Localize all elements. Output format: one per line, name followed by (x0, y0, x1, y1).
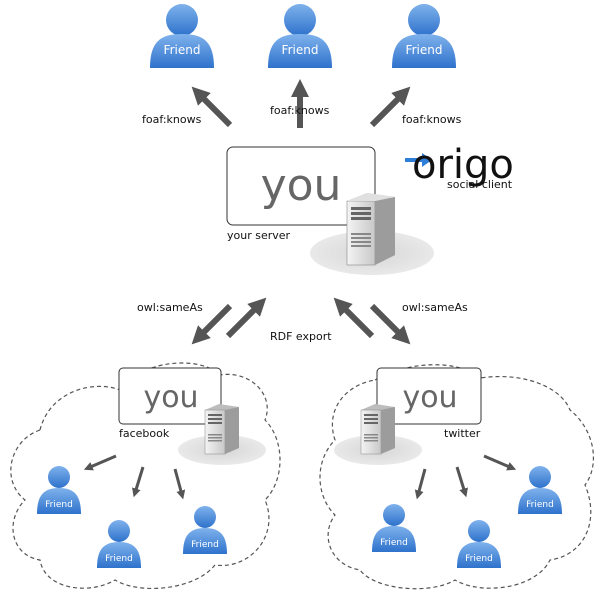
server-icon (204, 404, 239, 455)
server-icon (360, 404, 395, 455)
arrow-facebook-friend (132, 466, 145, 498)
edge-label-foaf-knows: foaf:knows (402, 113, 462, 126)
arrow-facebook-friend (83, 454, 117, 471)
main-you-box (226, 146, 376, 226)
friend-label: Friend (380, 538, 408, 548)
edge-label-foaf-knows: foaf:knows (270, 104, 330, 117)
friend-icon: Friend (150, 4, 214, 68)
main-server-caption: your server (227, 229, 291, 242)
friend-icon: Friend (37, 466, 81, 514)
arrow-up-left (191, 86, 233, 128)
arrow-twitter-friend (483, 454, 517, 471)
friend-icon: Friend (97, 520, 141, 568)
arrow-twitter-friend (455, 466, 468, 498)
arrow-up-right (369, 86, 411, 128)
twitter-caption: twitter (444, 427, 481, 440)
friend-icon: Friend (372, 504, 416, 552)
arrow-twitter-friend (414, 468, 427, 500)
logo-wordmark: origo (412, 142, 514, 188)
friend-label: Friend (45, 500, 73, 510)
facebook-caption: facebook (119, 427, 170, 440)
arrow-from-facebook (225, 297, 267, 339)
friend-icon: Friend (183, 506, 227, 554)
friend-label: Friend (191, 540, 219, 550)
friend-icon: Friend (268, 4, 332, 68)
edge-label-owl-sameas-right: owl:sameAs (402, 301, 468, 314)
friend-label: Friend (282, 43, 319, 57)
arrow-from-twitter (333, 297, 375, 339)
edge-label-rdf-export: RDF export (270, 330, 332, 343)
arrow-to-twitter (369, 303, 411, 345)
twitter-you-text: you (402, 380, 457, 415)
friend-icon: Friend (457, 520, 501, 568)
twitter-you-box (376, 367, 482, 425)
friend-label: Friend (164, 43, 201, 57)
friend-label: Friend (105, 554, 133, 564)
arrow-to-facebook (191, 303, 233, 345)
twitter-cloud (319, 364, 594, 590)
edge-label-foaf-knows: foaf:knows (142, 113, 202, 126)
friend-icon: Friend (392, 4, 456, 68)
main-you-text: you (261, 160, 342, 211)
logo-tagline: social client (447, 178, 513, 191)
facebook-you-box (118, 367, 222, 425)
server-icon (346, 193, 395, 266)
origo-logo: origo social client (405, 142, 514, 191)
edge-label-owl-sameas-left: owl:sameAs (137, 301, 203, 314)
facebook-you-text: you (143, 380, 198, 415)
facebook-cloud (10, 362, 281, 590)
friend-label: Friend (526, 500, 554, 510)
friend-label: Friend (465, 554, 493, 564)
friend-label: Friend (406, 43, 443, 57)
friend-icon: Friend (518, 466, 562, 514)
arrow-facebook-friend (173, 468, 186, 500)
